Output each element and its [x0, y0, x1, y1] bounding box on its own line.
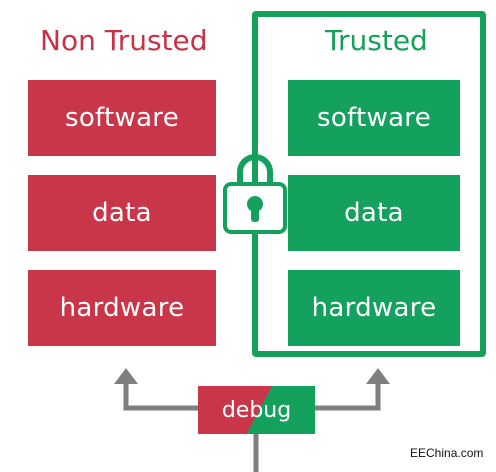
- debug-block: debug: [198, 386, 315, 434]
- arrowhead-trusted: [366, 368, 390, 384]
- trusted-data-block: data: [288, 175, 460, 251]
- debug-to-trusted-line: [315, 380, 381, 411]
- untrusted-hardware-block: hardware: [28, 270, 216, 346]
- source-credit: EEChina.com: [410, 446, 484, 460]
- trusted-heading: Trusted: [325, 24, 428, 57]
- untrusted-data-block: data: [28, 175, 216, 251]
- debug-to-untrusted-line: [123, 380, 198, 411]
- padlock-icon: [223, 154, 287, 234]
- untrusted-heading: Non Trusted: [40, 24, 208, 57]
- untrusted-software-block: software: [28, 80, 216, 156]
- trusted-hardware-block: hardware: [288, 270, 460, 346]
- arrowhead-untrusted: [114, 368, 138, 384]
- trusted-software-block: software: [288, 80, 460, 156]
